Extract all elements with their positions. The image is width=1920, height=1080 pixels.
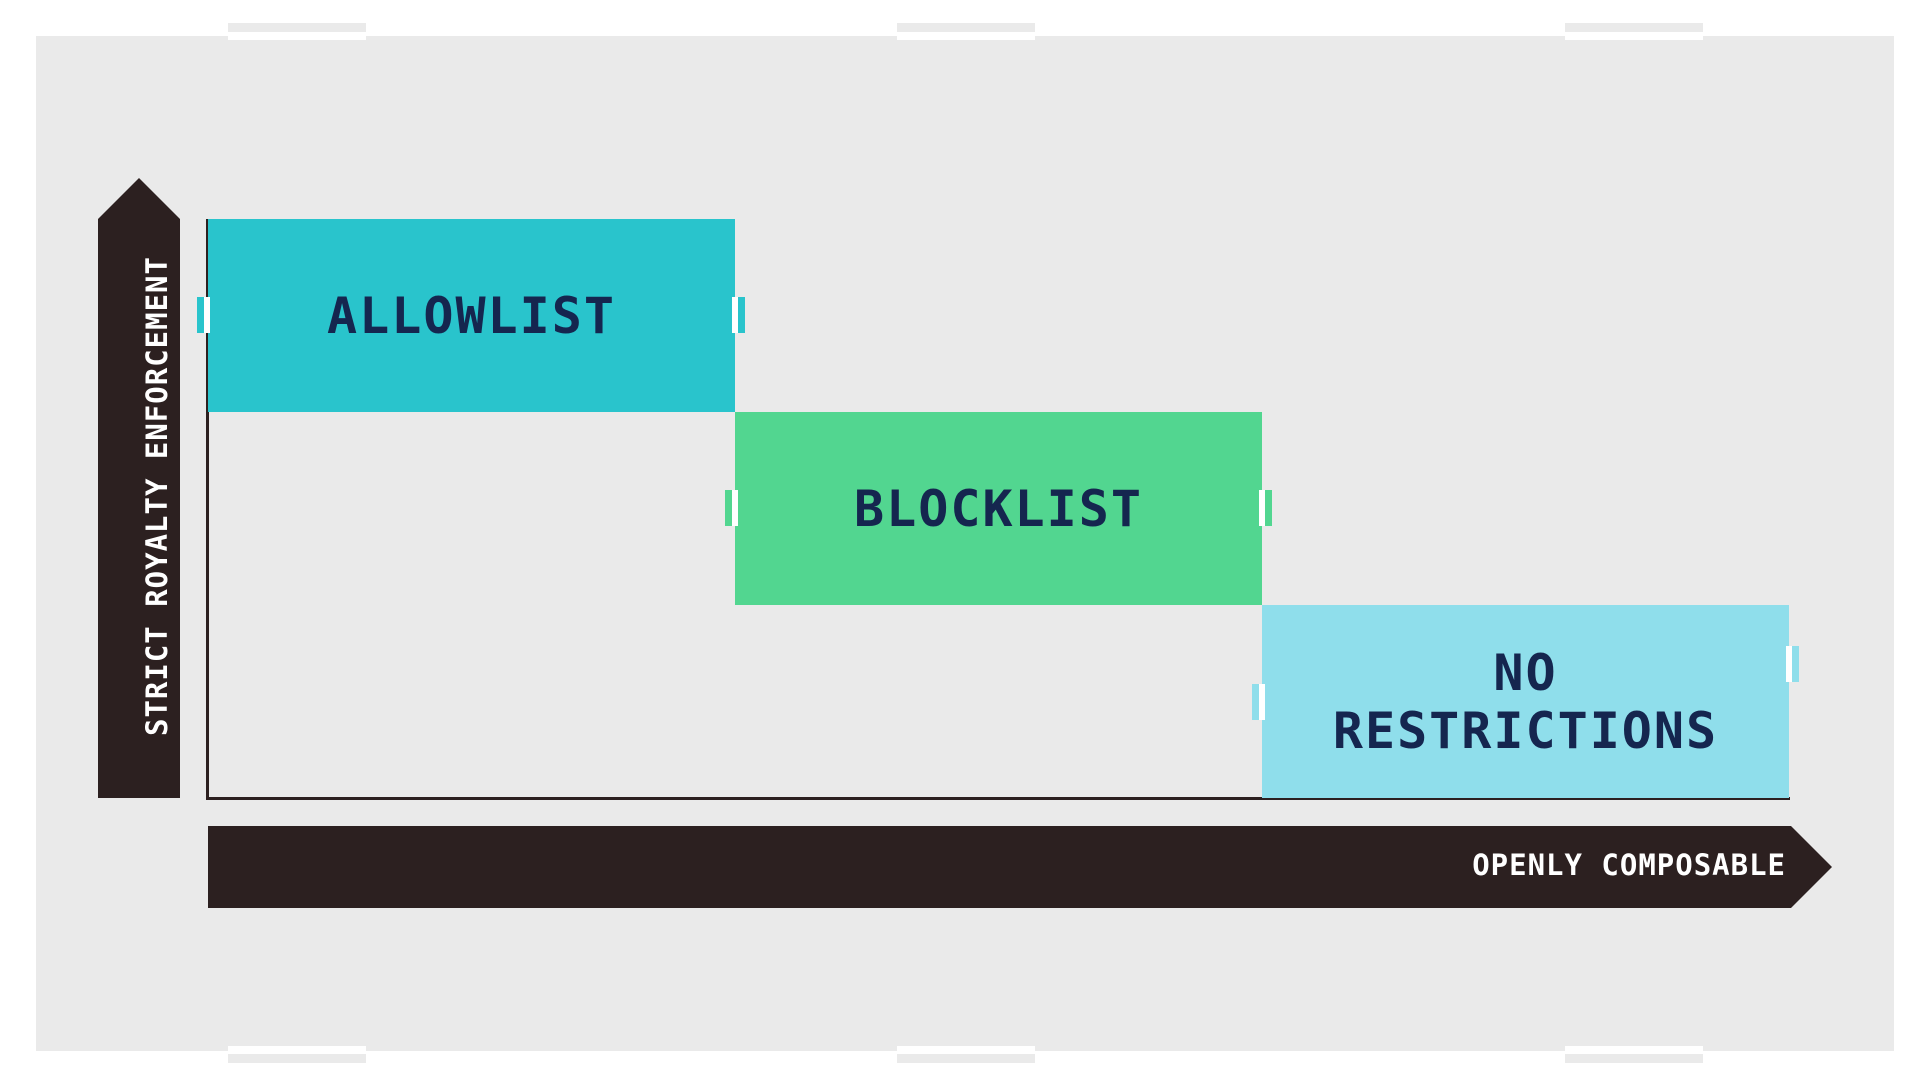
connector-notch [725, 297, 745, 333]
connector-notch [725, 490, 745, 526]
frame-mark [228, 23, 366, 49]
connector-notch [197, 297, 217, 333]
stage-no-restrictions: NO RESTRICTIONS [1262, 605, 1789, 798]
y-axis-arrow [98, 178, 180, 798]
stage-no-restrictions-label: NO RESTRICTIONS [1333, 644, 1718, 760]
x-axis-label: OPENLY COMPOSABLE [1472, 848, 1786, 882]
stage-no-restrictions-line: NO [1493, 643, 1558, 702]
stage-blocklist: BLOCKLIST [735, 412, 1262, 605]
x-axis-line [206, 797, 1790, 800]
y-axis-line [206, 219, 209, 800]
stage-blocklist-label: BLOCKLIST [854, 479, 1143, 538]
connector-notch [1252, 684, 1272, 720]
frame-mark [228, 1037, 366, 1063]
stage-allowlist-label: ALLOWLIST [327, 286, 616, 345]
frame-mark [897, 23, 1035, 49]
connector-notch [1252, 490, 1272, 526]
stage-allowlist: ALLOWLIST [208, 219, 735, 412]
stage-no-restrictions-line: RESTRICTIONS [1332, 701, 1719, 760]
frame-mark [1565, 23, 1703, 49]
x-axis-arrow [208, 826, 1832, 908]
frame-mark [1565, 1037, 1703, 1063]
connector-notch [1779, 646, 1799, 682]
y-axis-label: STRICT ROYALTY ENFORCEMENT [140, 256, 174, 736]
frame-mark [897, 1037, 1035, 1063]
